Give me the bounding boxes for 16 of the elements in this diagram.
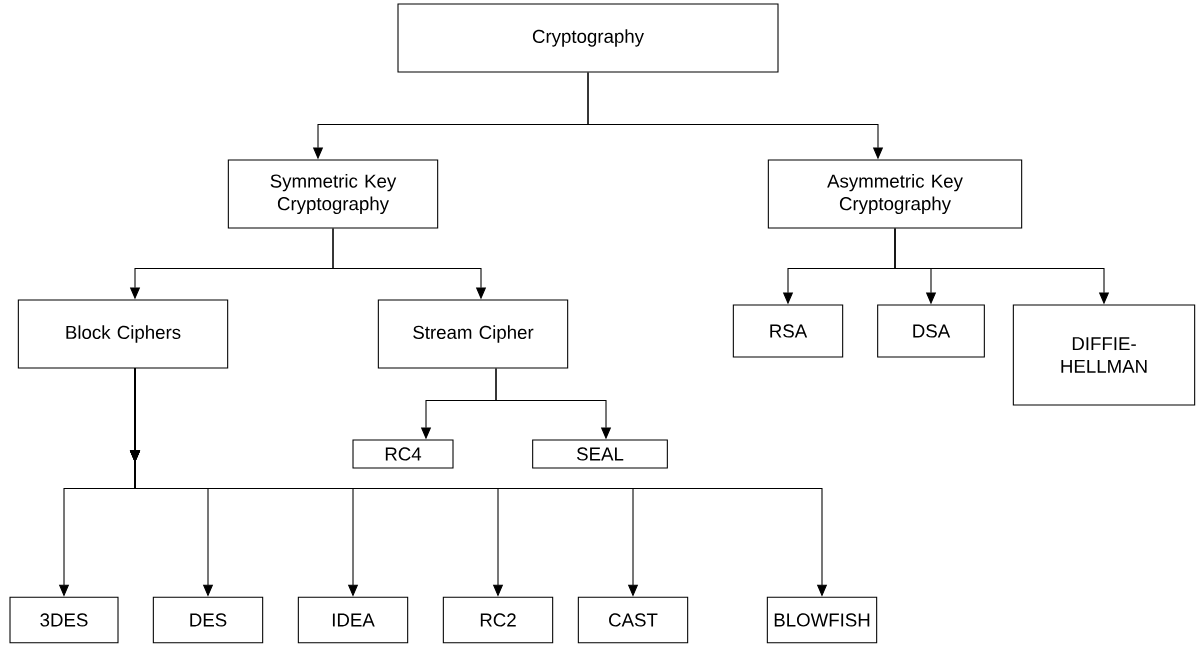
- box: Block Ciphers: [17, 299, 229, 369]
- box: RSA: [732, 304, 844, 358]
- box: 3DES: [9, 596, 119, 644]
- box: DSA: [877, 304, 985, 358]
- box: Stream Cipher: [377, 299, 569, 369]
- box: RC2: [442, 596, 554, 644]
- box: BLOWFISH: [766, 596, 878, 644]
- box: IDEA: [297, 596, 409, 644]
- box: DES: [152, 596, 264, 644]
- box: SEAL: [532, 439, 668, 469]
- box: RC4: [352, 439, 454, 469]
- box: Cryptography: [397, 3, 779, 73]
- box: Asymmetric Key Cryptography: [767, 159, 1023, 229]
- box: CAST: [577, 596, 689, 644]
- box: DIFFIE- HELLMAN: [1012, 304, 1196, 406]
- box: Symmetric Key Cryptography: [227, 159, 439, 229]
